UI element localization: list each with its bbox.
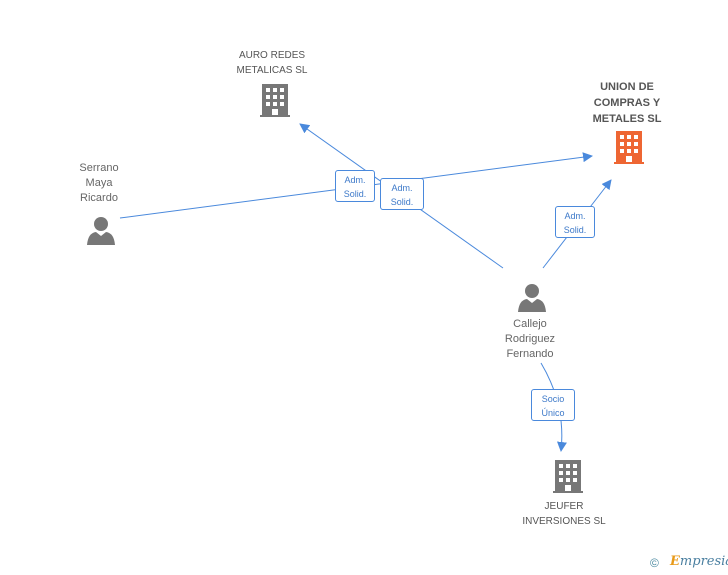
person-label-callejo[interactable]: Callejo Rodriguez Fernando <box>504 318 556 360</box>
empresia-logo[interactable]: Empresia <box>670 554 728 569</box>
building-icon[interactable] <box>553 460 583 493</box>
company-label-auro[interactable]: AURO REDES METALICAS SL <box>236 50 308 76</box>
building-icon[interactable] <box>260 84 290 117</box>
edge-label-callejo-auro[interactable]: Adm. Solid. <box>380 178 424 210</box>
edge-label-callejo-jeufer[interactable]: Socio Único <box>531 389 575 421</box>
company-label-union[interactable]: UNION DE COMPRAS Y METALES SL <box>592 81 662 125</box>
edge-label-serrano-union[interactable]: Adm. Solid. <box>335 170 375 202</box>
building-icon-focus[interactable] <box>614 131 644 164</box>
company-label-jeufer[interactable]: JEUFER INVERSIONES SL <box>522 501 606 527</box>
brand-initial: E <box>670 554 680 569</box>
person-label-serrano[interactable]: Serrano Maya Ricardo <box>79 162 119 204</box>
person-icon[interactable] <box>518 284 546 312</box>
edge-label-callejo-union[interactable]: Adm. Solid. <box>555 206 595 238</box>
brand-rest: mpresia <box>679 554 728 569</box>
copyright-icon: © <box>650 556 659 570</box>
person-icon[interactable] <box>87 217 115 245</box>
